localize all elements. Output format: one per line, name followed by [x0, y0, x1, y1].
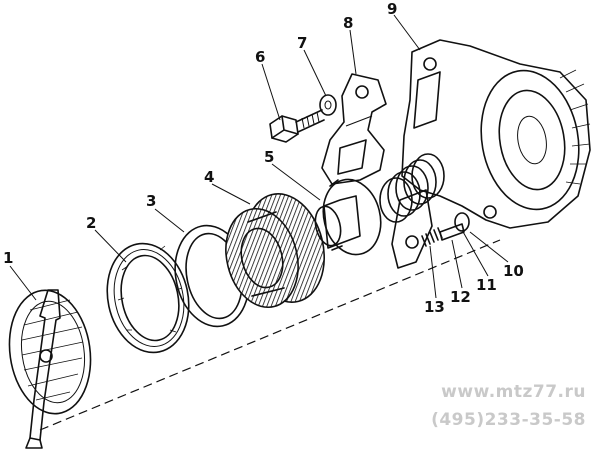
callout-3: 3: [146, 192, 156, 210]
callout-6: 6: [255, 48, 265, 66]
callout-11: 11: [476, 276, 497, 294]
callout-7: 7: [297, 34, 307, 52]
assembly-axis-line: [39, 239, 501, 431]
part-2-friction-ring: [106, 242, 190, 354]
part-13-small-spring: [421, 227, 443, 247]
part-9-housing: [391, 39, 591, 269]
part-12-pin: [439, 223, 465, 241]
callout-1: 1: [3, 249, 13, 267]
callout-4: 4: [204, 168, 214, 186]
callout-8: 8: [343, 14, 353, 32]
part-11-washer: [454, 212, 470, 232]
part-1-lever-disc: [8, 289, 92, 449]
part-10-spring: [379, 153, 445, 223]
part-4-gear: [225, 193, 325, 309]
callout-9: 9: [387, 0, 397, 18]
part-6-bolt: [269, 109, 325, 143]
callout-5: 5: [264, 148, 274, 166]
callout-12: 12: [450, 288, 471, 306]
callout-numbers: 1 2 3 4 5 6 7 8 9 10 11 12 13: [3, 0, 524, 316]
part-5-shaft-hub: [314, 178, 382, 256]
watermark-phone: (495)233-35-58: [431, 410, 586, 430]
callout-13: 13: [424, 298, 445, 316]
leader-lines: [9, 14, 509, 301]
callout-10: 10: [503, 262, 524, 280]
callout-2: 2: [86, 214, 96, 232]
part-8-bracket: [321, 73, 387, 185]
part-7-washer: [319, 94, 337, 116]
watermark-site: www.mtz77.ru: [441, 382, 586, 402]
